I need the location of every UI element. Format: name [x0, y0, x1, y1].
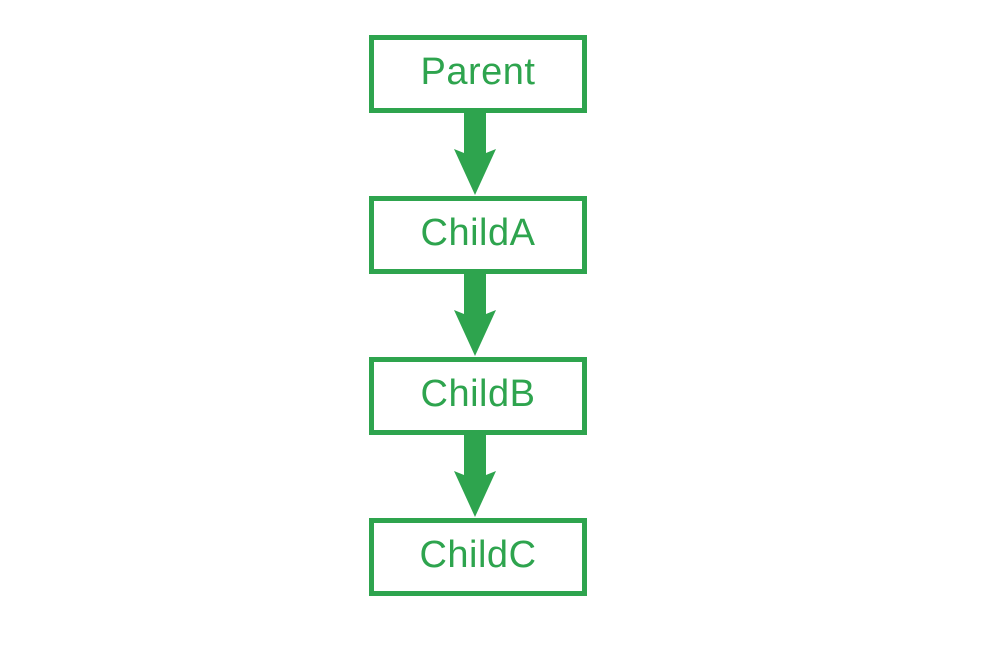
arrow-down-icon: [454, 435, 496, 517]
node-box-parent: Parent: [369, 35, 587, 113]
node-label-childb: ChildB: [420, 373, 536, 415]
inheritance-diagram: Parent ChildA ChildB ChildC: [369, 35, 587, 596]
node-box-childa: ChildA: [369, 196, 587, 274]
arrow-down-icon: [454, 274, 496, 356]
node-box-childb: ChildB: [369, 357, 587, 435]
arrow-down-icon: [454, 113, 496, 195]
node-label-childa: ChildA: [420, 212, 536, 254]
node-label-parent: Parent: [420, 51, 536, 93]
node-label-childc: ChildC: [419, 534, 537, 576]
node-box-childc: ChildC: [369, 518, 587, 596]
